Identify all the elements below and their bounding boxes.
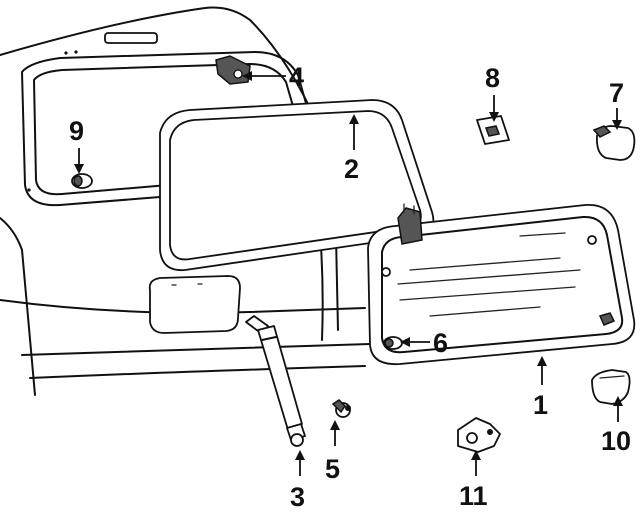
lower-bracket [457,417,501,453]
rivet-icon [74,50,78,54]
latch-cap [591,369,631,405]
callout-8: 8 [485,63,500,93]
back-door-glass [367,204,636,366]
callout-4: 4 [289,62,304,92]
glass-weatherstrip [159,99,435,272]
callout-labels: 4 2 8 7 9 6 1 10 3 5 11 [69,62,631,512]
glass-stop [383,336,403,350]
callout-11: 11 [459,481,488,511]
leader-lines [74,71,623,476]
callout-3: 3 [290,482,305,512]
latch-cover [592,125,636,161]
callout-9: 9 [69,116,84,146]
callout-6: 6 [433,328,448,358]
mount-hole-icon [381,267,391,277]
callout-1: 1 [533,390,548,420]
glass-hinge [215,55,251,85]
callout-2: 2 [344,154,359,184]
rivet-icon [27,188,31,192]
license-plate-pocket [148,275,241,334]
hinge-bracket [476,115,510,145]
mount-hole-icon [587,235,597,245]
callout-7: 7 [609,78,624,108]
lift-support-strut [245,315,306,447]
rivet-icon [64,51,68,55]
latch-block-icon [598,312,616,326]
callout-10: 10 [601,426,631,456]
brake-light-icon [104,32,158,44]
ball-stud [331,399,351,418]
glass-hinge-mounted [397,203,423,245]
bumper-stop [71,173,93,189]
callout-5: 5 [325,454,340,484]
